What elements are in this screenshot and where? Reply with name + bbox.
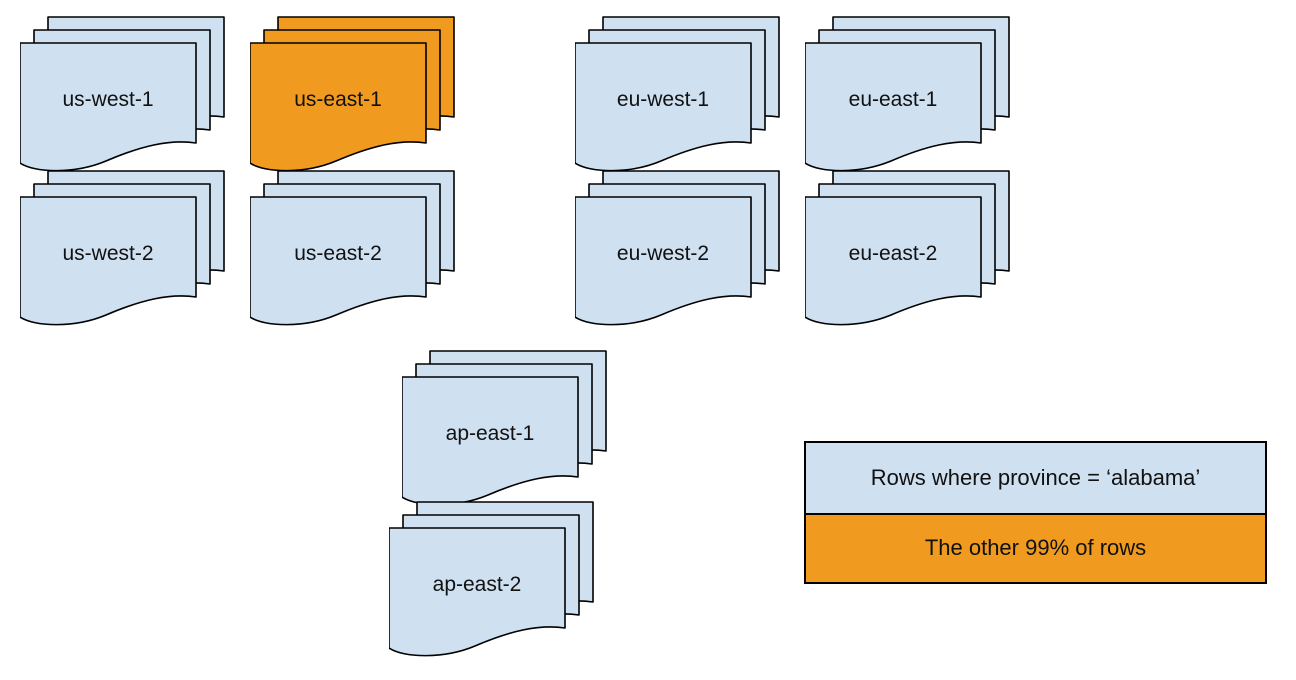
stacked-documents-icon <box>805 170 1010 326</box>
stacked-documents-icon <box>20 16 225 172</box>
document-stack-eu-east-2: eu-east-2 <box>805 170 1013 332</box>
stacked-documents-icon <box>575 16 780 172</box>
document-stack-us-east-2: us-east-2 <box>250 170 458 332</box>
document-sheet <box>250 196 427 326</box>
document-stack-us-west-2: us-west-2 <box>20 170 228 332</box>
stacked-documents-icon <box>250 170 455 326</box>
document-sheet <box>20 196 197 326</box>
document-stack-eu-west-2: eu-west-2 <box>575 170 783 332</box>
document-sheet <box>250 42 427 172</box>
stacked-documents-icon <box>20 170 225 326</box>
document-stack-ap-east-1: ap-east-1 <box>402 350 610 512</box>
document-sheet <box>402 376 579 506</box>
stacked-documents-icon <box>250 16 455 172</box>
legend-row-other-rows: The other 99% of rows <box>806 512 1265 582</box>
legend: Rows where province = ‘alabama’ The othe… <box>804 441 1267 584</box>
stacked-documents-icon <box>805 16 1010 172</box>
document-sheet <box>575 196 752 326</box>
document-stack-us-east-1: us-east-1 <box>250 16 458 178</box>
document-stack-us-west-1: us-west-1 <box>20 16 228 178</box>
document-sheet <box>575 42 752 172</box>
document-stack-eu-west-1: eu-west-1 <box>575 16 783 178</box>
document-sheet <box>805 196 982 326</box>
stacked-documents-icon <box>402 350 607 506</box>
legend-label-other-rows: The other 99% of rows <box>924 535 1147 561</box>
document-sheet <box>20 42 197 172</box>
document-sheet <box>805 42 982 172</box>
document-sheet <box>389 527 566 657</box>
legend-label-alabama: Rows where province = ‘alabama’ <box>870 464 1201 490</box>
legend-row-alabama: Rows where province = ‘alabama’ <box>806 443 1265 513</box>
document-stack-eu-east-1: eu-east-1 <box>805 16 1013 178</box>
stacked-documents-icon <box>389 501 594 657</box>
document-stack-ap-east-2: ap-east-2 <box>389 501 597 663</box>
stacked-documents-icon <box>575 170 780 326</box>
